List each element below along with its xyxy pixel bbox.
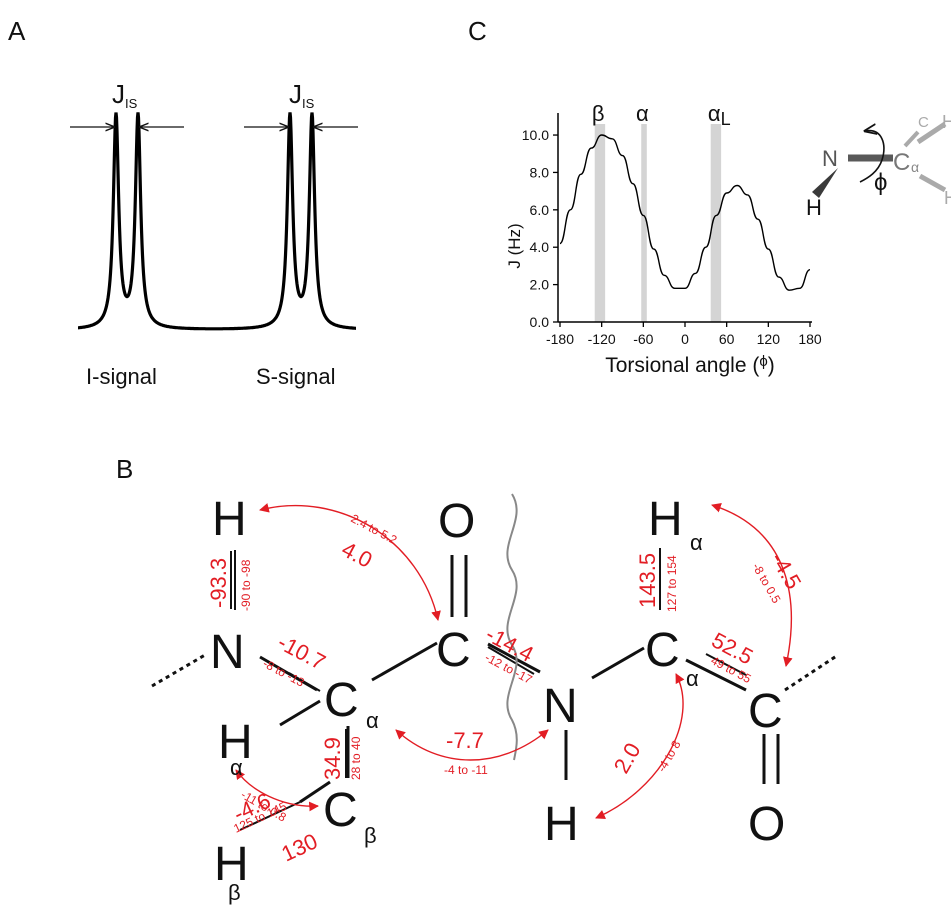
- y-ticks: 0.0 2.0 4.0 6.0 8.0 10.0: [522, 127, 558, 330]
- panel-label-b: B: [116, 454, 133, 484]
- atom-ca1: C: [324, 674, 359, 727]
- back-bond-h2: [918, 173, 947, 193]
- c-n-bar: [487, 646, 535, 675]
- j-label-i: JIS: [112, 79, 138, 111]
- y-tick-label-1: 2.0: [530, 277, 550, 293]
- y-tick-label-3: 6.0: [530, 202, 550, 218]
- x-tick-label-6: 180: [798, 331, 822, 347]
- newman-phi: ϕ: [874, 169, 887, 196]
- arrow-ha2-c2: [711, 503, 793, 667]
- coupling-ca2-ha2-range: 127 to 154: [665, 555, 679, 612]
- bond-c-n2: [487, 642, 541, 674]
- atom-h2: H: [544, 798, 579, 851]
- newman-n: N: [822, 146, 838, 171]
- y-tick-label-4: 8.0: [530, 164, 550, 180]
- coupling-ca-cb-range: 28 to 40: [349, 736, 363, 780]
- region-band-2: [710, 124, 722, 322]
- coupling-h2-ca2-range: -4 to 8: [654, 738, 683, 775]
- x-tick-label-0: -180: [546, 331, 574, 347]
- coupling-ca-n-value: -7.7: [446, 728, 484, 753]
- bond-ca2-c2: [685, 658, 747, 692]
- x-tick-label-1: -120: [588, 331, 616, 347]
- atom-ca1-sub: α: [366, 708, 379, 733]
- x-tick-label-3: 0: [681, 331, 689, 347]
- coupling-ca-n-range: -4 to -11: [444, 763, 488, 777]
- newman-ca: C: [893, 149, 910, 176]
- back-bond-c: [903, 130, 920, 148]
- spectrum-panel: JIS JIS I-signal S-signal: [70, 79, 358, 389]
- x-tick-label-4: 60: [719, 331, 735, 347]
- coupling-h2-ca2-value: 2.0: [609, 739, 646, 778]
- atom-hb: H: [214, 838, 249, 891]
- region-band-0: [594, 124, 606, 322]
- x-axis-label: Torsional angle (ϕ): [605, 353, 775, 377]
- spectrum-trace: [78, 112, 356, 331]
- region-label-1: α: [636, 101, 649, 126]
- x-tick-label-5: 120: [757, 331, 781, 347]
- newman-back-h: H: [942, 112, 951, 132]
- newman-back-c: C: [918, 114, 929, 131]
- x-tick-label-2: -60: [633, 331, 653, 347]
- panel-label-a: A: [8, 16, 26, 46]
- y-tick-label-0: 0.0: [530, 314, 550, 330]
- atom-n2: N: [543, 680, 578, 733]
- atom-h1: H: [212, 493, 247, 546]
- atom-ha1-sub: α: [230, 755, 243, 780]
- wavy-separator: [506, 493, 518, 761]
- region-label-2: αL: [708, 101, 731, 129]
- j-label-s: JIS: [289, 79, 315, 111]
- y-axis-label: J (Hz): [505, 223, 524, 268]
- arrow-ha-cb: [235, 769, 319, 812]
- n-ca-bar: [288, 672, 321, 692]
- newman-ca-sub: α: [911, 159, 919, 175]
- atom-cb: C: [323, 784, 358, 837]
- bond-dotted-left: [151, 653, 206, 688]
- atom-cb-sub: β: [364, 823, 377, 848]
- atom-ca2: C: [645, 624, 680, 677]
- i-signal-label: I-signal: [86, 364, 157, 389]
- bond-n2-ca2: [591, 646, 645, 680]
- secondary-structure-regions: β α αL: [592, 101, 731, 322]
- arrow-h2-ca2: [595, 673, 685, 819]
- arrow-ca-n: [395, 729, 549, 761]
- atom-o1: O: [438, 495, 475, 548]
- s-signal-label: S-signal: [256, 364, 335, 389]
- coupling-ca-cb-value: 34.9: [320, 737, 345, 780]
- karplus-curve: [559, 134, 811, 291]
- atom-ha2-sub: α: [690, 530, 703, 555]
- y-tick-label-2: 4.0: [530, 239, 550, 255]
- coupling-nh-value: -93.3: [206, 558, 231, 608]
- atom-ca2-sub: α: [686, 666, 699, 691]
- torsion-fragment: N H C α C H H ϕ: [806, 112, 951, 220]
- atom-c: C: [436, 624, 471, 677]
- n-h-wedge: [812, 168, 838, 198]
- x-ticks: -180 -120 -60 0 60 120 180: [546, 322, 822, 347]
- coupling-h-c-value: 4.0: [338, 536, 377, 572]
- atom-ha2: H: [648, 493, 683, 546]
- rotation-arrow: [859, 131, 885, 183]
- coupling-nh-range: -90 to -98: [239, 559, 253, 611]
- coupling-cb-hb-value: 130: [278, 828, 322, 866]
- coupling-ca2-ha2-value: 143.5: [635, 553, 660, 608]
- atom-ha1: H: [218, 716, 253, 769]
- back-bond-h: [916, 121, 947, 145]
- bond-ca1-ha1: [279, 699, 321, 727]
- region-label-0: β: [592, 101, 605, 126]
- atom-n1: N: [210, 626, 245, 679]
- molecule-panel: H N C α H α C β H β C O N H C α H α C O …: [151, 493, 839, 905]
- atom-o2: O: [748, 798, 785, 851]
- newman-h: H: [806, 195, 822, 220]
- atom-hb-sub: β: [228, 880, 241, 905]
- region-band-1: [641, 124, 647, 322]
- atom-c2: C: [748, 685, 783, 738]
- bond-ca1-c: [371, 641, 438, 682]
- karplus-chart: β α αL -180 -120 -60 0 60 120 180 0.0 2.0 4.0 6.0 8.…: [505, 101, 822, 377]
- panel-label-c: C: [468, 16, 487, 46]
- arrow-h-c: [259, 503, 441, 621]
- bond-dotted-right: [784, 653, 839, 692]
- y-tick-label-5: 10.0: [522, 127, 549, 143]
- newman-back-h2: H: [944, 188, 951, 208]
